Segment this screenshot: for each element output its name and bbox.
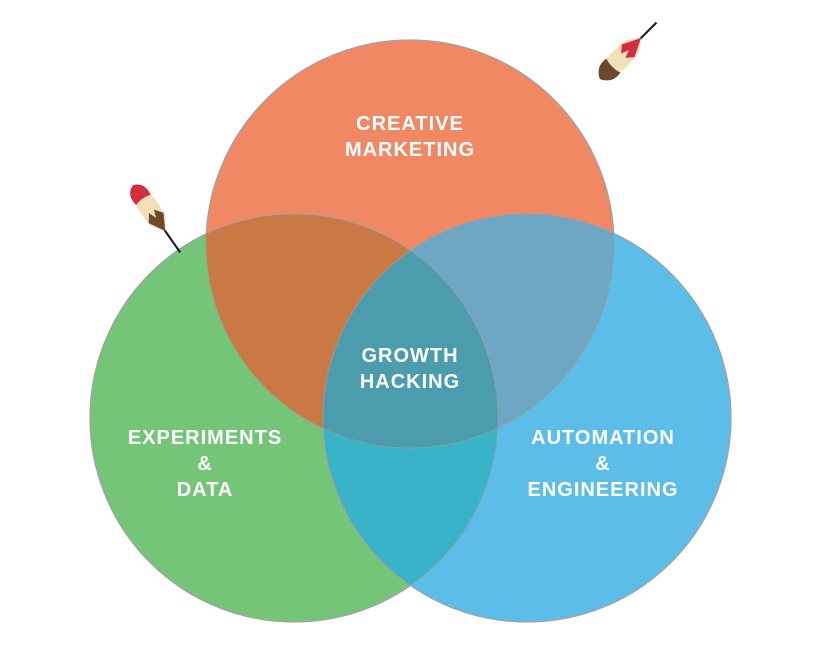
label-growth-hacking: GROWTH HACKING <box>310 343 510 395</box>
label-line: ENGINEERING <box>527 479 679 501</box>
label-creative-marketing: CREATIVE MARKETING <box>310 111 510 163</box>
label-line: AUTOMATION <box>531 427 675 449</box>
label-line: MARKETING <box>344 139 476 161</box>
label-line: DATA <box>176 479 234 501</box>
feather-icon <box>598 21 658 81</box>
label-automation-engineering: AUTOMATION & ENGINEERING <box>498 425 708 503</box>
label-line: & <box>197 453 213 475</box>
label-line: HACKING <box>359 371 461 393</box>
label-line: & <box>595 453 611 475</box>
label-line: CREATIVE <box>356 113 464 135</box>
overlap-center <box>323 214 498 448</box>
label-line: GROWTH <box>361 345 459 367</box>
label-line: EXPERIMENTS <box>127 427 283 449</box>
label-experiments-data: EXPERIMENTS & DATA <box>100 425 310 503</box>
feather-icon <box>130 184 182 253</box>
